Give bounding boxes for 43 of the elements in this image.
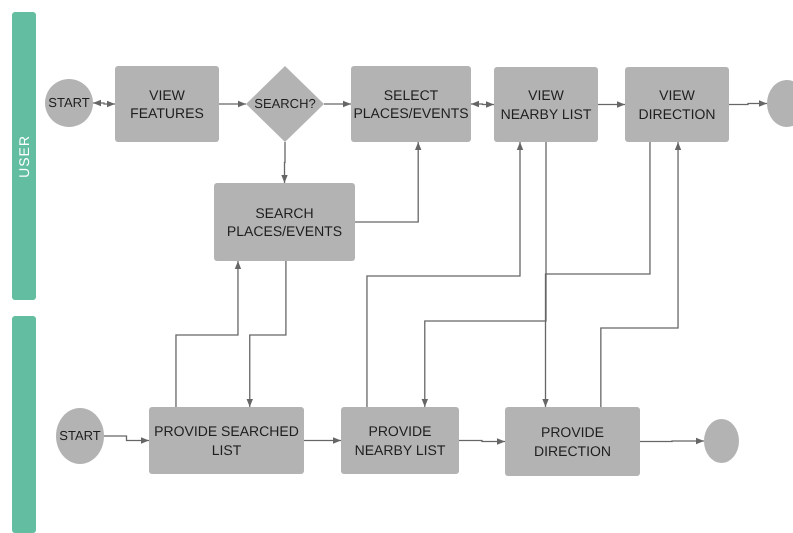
arrow: [366, 142, 524, 407]
terminal-circle: [704, 419, 739, 463]
swimlane-bar: [12, 316, 36, 533]
arrow: [304, 437, 341, 444]
arrow: [729, 100, 767, 107]
node-label: PROVIDE SEARCHED LIST: [153, 422, 300, 459]
arrow: [600, 142, 682, 407]
node-label: SEARCH?: [253, 96, 317, 112]
node-label: VIEW DIRECTION: [638, 86, 716, 123]
arrow: [219, 100, 246, 108]
process-box: [351, 66, 471, 142]
process-box: [341, 407, 459, 474]
arrow: [640, 438, 704, 444]
arrow: [459, 438, 505, 445]
decision-diamond: [246, 66, 324, 142]
node-label: PROVIDE DIRECTION: [533, 423, 612, 460]
arrow: [471, 100, 494, 108]
node-label: VIEW NEARBY LIST: [500, 86, 592, 123]
node-label: PROVIDE NEARBY LIST: [354, 422, 446, 459]
process-box: [625, 67, 729, 142]
lane-label: USER: [16, 134, 32, 178]
node-label: SELECT PLACES/EVENTS: [352, 86, 470, 122]
arrow: [355, 142, 422, 223]
node-label: START: [58, 428, 102, 444]
arrow: [104, 435, 149, 444]
process-box: [149, 407, 304, 474]
process-box: [505, 407, 640, 476]
node-label: SEARCH PLACES/EVENTS: [226, 204, 344, 240]
arrow: [542, 142, 651, 407]
node-label: START: [47, 94, 91, 112]
arrow: [175, 261, 242, 407]
terminal-circle: [45, 79, 93, 127]
arrow: [598, 101, 625, 108]
arrow: [324, 100, 351, 108]
swimlane-bar: [12, 12, 36, 300]
process-box: [214, 183, 355, 261]
process-box: [115, 66, 219, 142]
node-label: VIEW FEATURES: [129, 86, 205, 122]
arrow: [246, 261, 287, 407]
arrow: [281, 142, 288, 183]
arrow: [422, 142, 547, 407]
arrow: [93, 100, 115, 108]
process-box: [494, 67, 598, 142]
